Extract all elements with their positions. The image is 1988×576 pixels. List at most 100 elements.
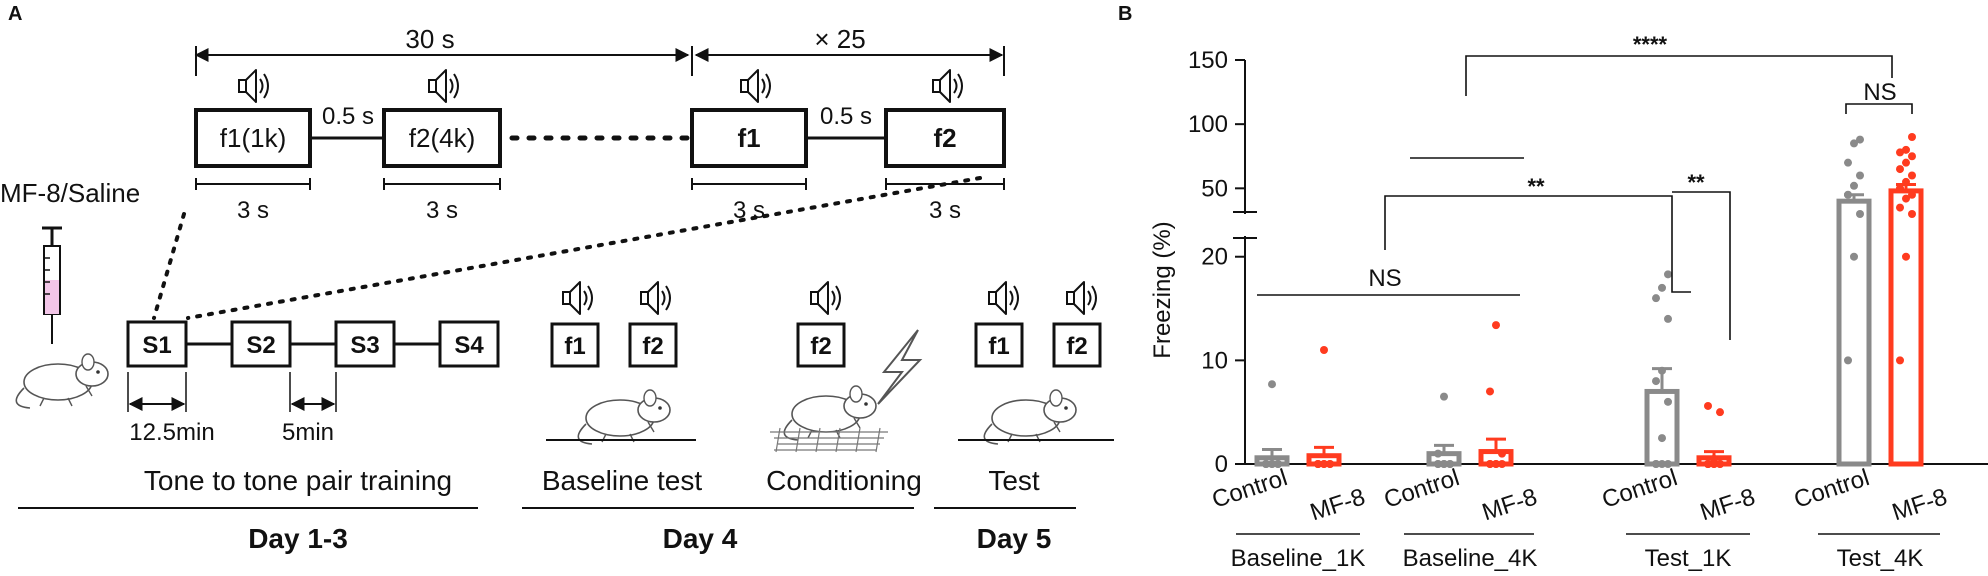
tone-duration-label: 3 s: [733, 197, 765, 224]
data-point: [1434, 449, 1442, 458]
data-point: [1446, 460, 1454, 468]
data-point: [1658, 434, 1666, 443]
data-point: [1710, 454, 1718, 463]
data-point: [1274, 460, 1282, 468]
data-point: [1844, 356, 1852, 365]
data-point: [1652, 377, 1660, 386]
data-point: [1652, 294, 1660, 303]
gap-label: 0.5 s: [820, 103, 872, 130]
data-point: [1658, 366, 1666, 375]
speaker-icon: [932, 69, 963, 103]
panel-a-label: A: [8, 3, 22, 25]
data-point: [1856, 210, 1864, 218]
bar-control: [1644, 388, 1680, 467]
data-point: [1434, 460, 1442, 468]
sig-test1k-label: **: [1687, 170, 1705, 195]
data-point: [1658, 283, 1666, 292]
y-tick-label: 150: [1188, 47, 1228, 74]
day-label: Day 1-3: [248, 523, 348, 554]
data-point: [1320, 346, 1328, 354]
speaker-icon: [562, 281, 593, 315]
data-point: [1908, 152, 1916, 161]
x-tick-label: MF-8: [1307, 483, 1369, 526]
session-label: S2: [246, 332, 275, 359]
data-point: [1850, 181, 1858, 190]
baseline-tone-label: f1: [564, 333, 585, 360]
test-tone-label: f2: [1066, 333, 1087, 360]
data-point: [1902, 177, 1910, 186]
data-point: [1844, 158, 1852, 167]
y-tick-label: 50: [1201, 175, 1228, 202]
tone-box-f1-label: f1(1k): [220, 123, 286, 153]
sig-top-label: ****: [1633, 32, 1668, 57]
speaker-icon: [988, 281, 1019, 315]
data-point: [1492, 321, 1500, 330]
data-point: [1326, 460, 1334, 468]
data-point: [1440, 460, 1448, 468]
zoom-line: [152, 212, 186, 320]
panel-a: A 30 s × 25 f1(1k) 0.5 s f2(4k) f1 0.5 s…: [0, 3, 1114, 554]
data-point: [1844, 190, 1852, 199]
mouse-icon: [577, 389, 671, 445]
session-duration-label: 12.5min: [129, 419, 214, 446]
data-point: [1850, 252, 1858, 261]
x-tick-label: Control: [1791, 464, 1873, 514]
tone-box-f1-repeat: [690, 108, 808, 168]
data-point: [1262, 460, 1270, 468]
y-tick-label: 10: [1201, 347, 1228, 374]
group-label: Baseline_4K: [1403, 545, 1538, 572]
data-point: [1908, 210, 1916, 218]
data-point: [1320, 460, 1328, 468]
data-point: [1902, 194, 1910, 203]
significance-brackets: [1257, 55, 1913, 340]
data-point: [1896, 165, 1904, 174]
session-box: [438, 320, 500, 368]
data-point: [1498, 449, 1506, 458]
session-box: [334, 320, 396, 368]
data-point: [1896, 148, 1904, 157]
phase-baseline-label: Baseline test: [542, 465, 703, 496]
group-label: Test_4K: [1837, 545, 1924, 572]
data-point: [1268, 380, 1276, 389]
day-label: Day 4: [663, 523, 738, 554]
mouse-icon: [983, 389, 1077, 445]
speaker-icon: [428, 69, 459, 103]
speaker-icon: [740, 69, 771, 103]
phase-conditioning-label: Conditioning: [766, 465, 922, 496]
session-label: S1: [142, 332, 171, 359]
speaker-icon: [640, 281, 671, 315]
data-point: [1652, 460, 1660, 468]
session-interval-label: 5min: [282, 419, 334, 446]
speaker-icon: [238, 69, 269, 103]
y-axis-label: Freezing (%): [1149, 221, 1176, 358]
mouse-icon: [15, 353, 109, 409]
session-label: S4: [454, 332, 484, 359]
ns-baseline-label: NS: [1368, 265, 1401, 292]
tone-duration-label: 3 s: [929, 197, 961, 224]
data-point: [1902, 145, 1910, 154]
tone-box-f2-repeat-label: f2: [933, 123, 956, 153]
tone-box-f1-repeat-label: f1: [737, 123, 760, 153]
session-box: [230, 320, 292, 368]
data-point: [1896, 356, 1904, 365]
data-point: [1704, 401, 1712, 410]
data-point: [1704, 460, 1712, 468]
group-label: Baseline_1K: [1231, 545, 1366, 572]
tone-duration-label: 3 s: [237, 197, 269, 224]
data-point: [1850, 139, 1858, 148]
data-point: [1896, 184, 1904, 193]
bar-control: [1836, 198, 1872, 467]
speaker-icon: [810, 281, 841, 315]
data-point: [1664, 270, 1672, 279]
gap-label: 0.5 s: [322, 103, 374, 130]
data-point: [1716, 460, 1724, 468]
sig-mid-label: **: [1527, 174, 1545, 199]
tone-box-f2: [382, 108, 502, 168]
y-tick-label: 100: [1188, 111, 1228, 138]
data-point: [1896, 203, 1904, 212]
tone-duration-label: 3 s: [426, 197, 458, 224]
data-point: [1314, 460, 1322, 468]
data-point: [1902, 158, 1910, 167]
